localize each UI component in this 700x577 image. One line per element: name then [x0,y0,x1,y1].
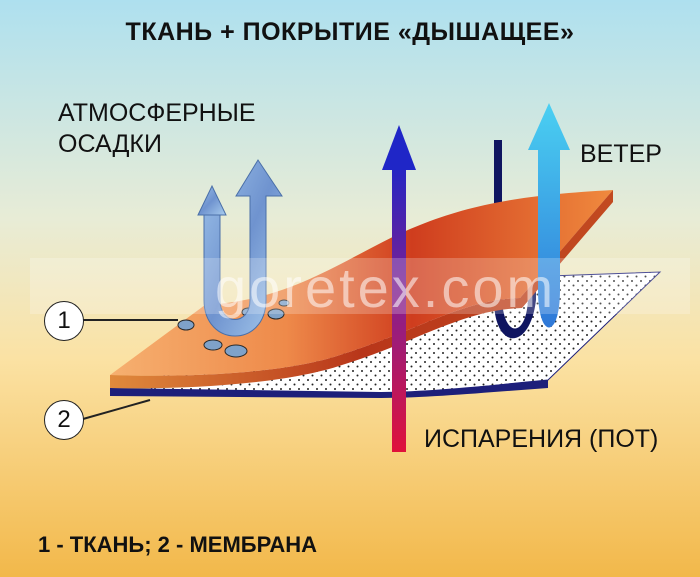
watermark-band [30,258,690,314]
label-precipitation: АТМОСФЕРНЫЕ ОСАДКИ [58,99,256,158]
wind-arrow-cyan [528,103,570,328]
legend-text: 1 - ТКАНЬ; 2 - МЕМБРАНА [38,532,318,557]
rain-arrow [203,159,283,337]
callout-2-line [82,399,151,420]
diagram-title: ТКАНЬ + ПОКРЫТИЕ «ДЫШАЩЕЕ» [125,18,575,46]
label-evaporation: ИСПАРЕНИЯ (ПОТ) [424,425,659,453]
watermark-text: goretex.com [215,256,557,319]
membrane-edge [110,380,548,398]
callout-2-badge: 2 [44,400,84,440]
callout-1-badge: 1 [44,301,84,341]
rain-arrow-left-head [197,184,227,216]
vapor-arrow-shaft [392,160,406,452]
fabric-edge [110,190,613,389]
vapor-arrow-head [382,125,416,170]
wind-arrow-navy [494,140,536,339]
label-wind: ВЕТЕР [580,140,662,168]
